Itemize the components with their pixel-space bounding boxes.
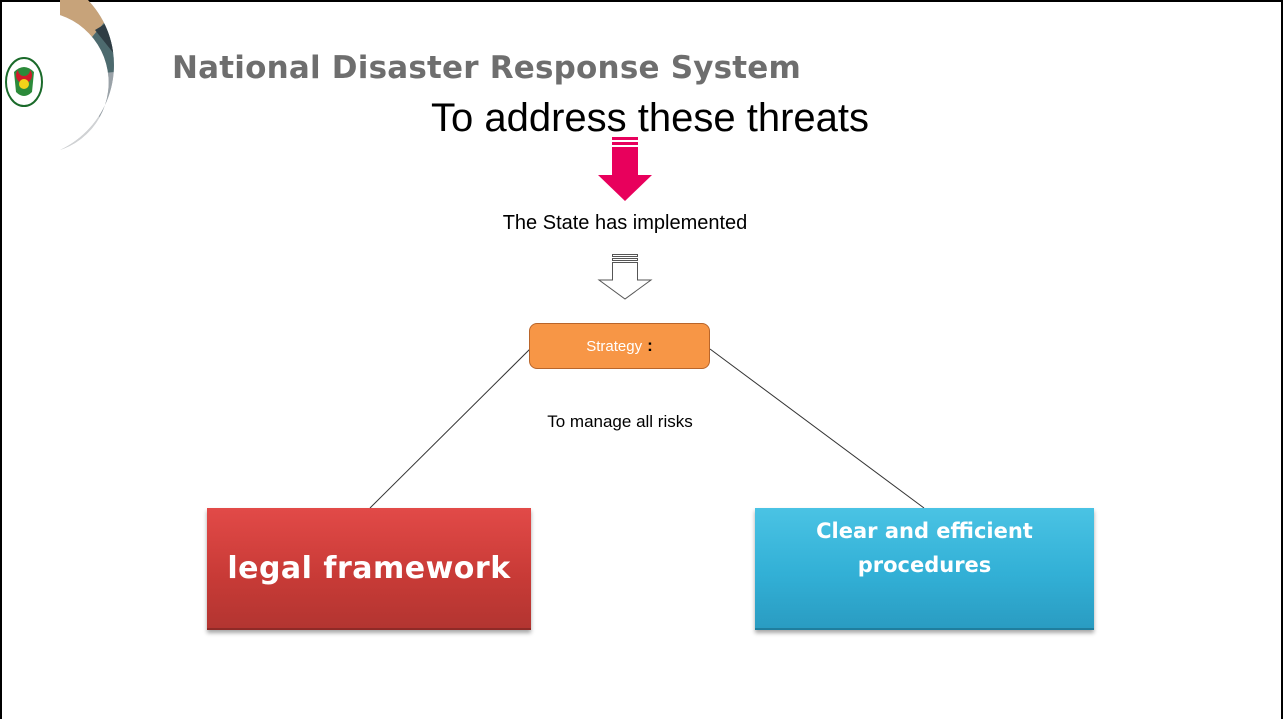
down-arrow-filled-icon	[598, 137, 652, 201]
emblem-logo	[0, 0, 114, 150]
connector-right	[709, 348, 925, 509]
strategy-box: Strategy :	[529, 323, 710, 369]
down-arrow-outline-icon	[597, 254, 653, 300]
procedures-label-line2: procedures	[857, 553, 992, 577]
legal-framework-label: legal framework	[227, 550, 511, 586]
legal-framework-box: legal framework	[207, 508, 531, 630]
header-title: National Disaster Response System	[172, 50, 802, 86]
goal-text: To manage all risks	[547, 412, 693, 431]
strategy-label: Strategy	[586, 337, 643, 355]
step-text: The State has implemented	[502, 212, 748, 234]
connector-left	[369, 348, 531, 509]
strategy-colon: :	[647, 336, 653, 355]
procedures-box: Clear and efficient procedures	[755, 508, 1094, 630]
slide-subtitle: To address these threats	[430, 96, 870, 140]
procedures-label-line1: Clear and efficient	[816, 519, 1033, 543]
